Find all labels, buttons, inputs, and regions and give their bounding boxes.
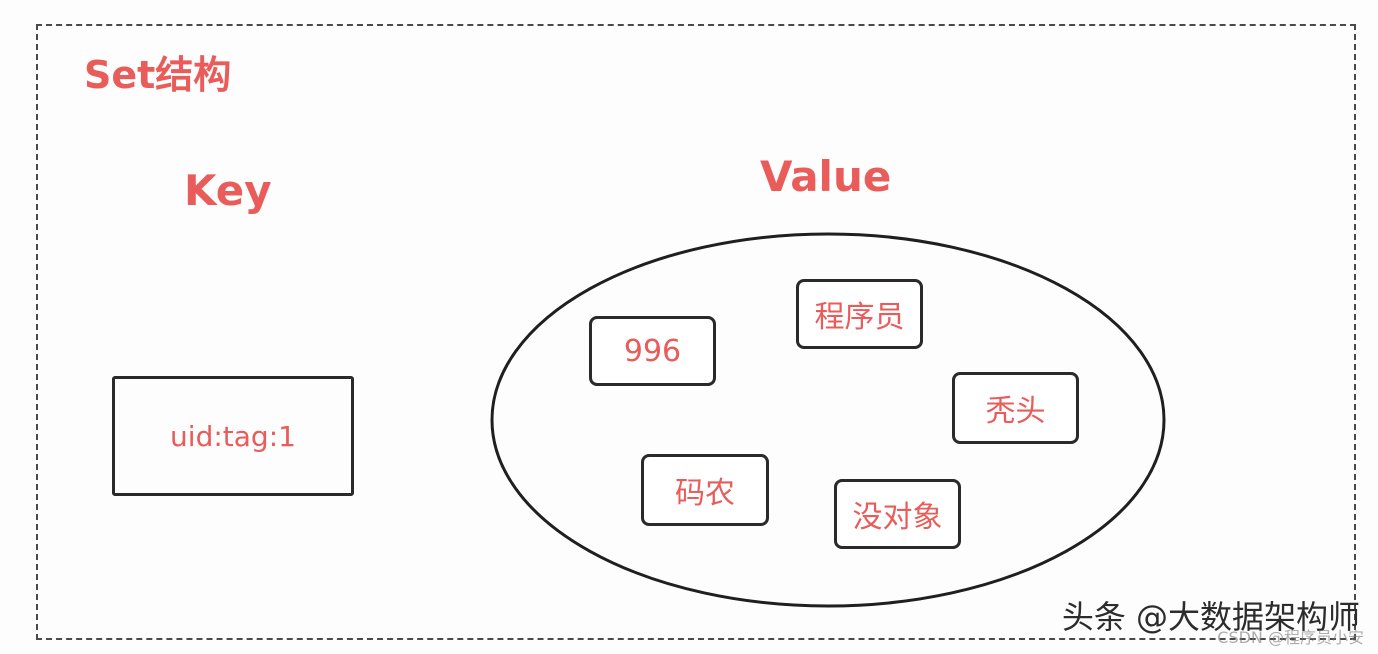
value-item: 没对象: [834, 479, 961, 549]
value-set-ellipse: [490, 232, 1166, 608]
value-item-label: 没对象: [852, 500, 943, 535]
dashed-frame: [36, 24, 1356, 640]
key-box-label: uid:tag:1: [170, 419, 296, 453]
value-item-label: 程序员: [814, 300, 905, 335]
key-box: uid:tag:1: [112, 376, 354, 496]
value-item-label: 码农: [675, 476, 735, 511]
sub-watermark: CSDN @程序员小安: [1217, 628, 1364, 647]
value-heading: Value: [760, 152, 892, 201]
value-item: 码农: [641, 454, 769, 526]
value-item-label: 秃头: [985, 394, 1046, 429]
value-item: 996: [589, 316, 716, 386]
watermark: 头条 @大数据架构师: [1061, 598, 1360, 636]
key-heading: Key: [184, 166, 272, 215]
value-item: 秃头: [952, 372, 1079, 444]
diagram-title: Set结构: [84, 53, 232, 97]
value-item-label: 996: [623, 333, 682, 369]
value-item: 程序员: [796, 279, 923, 349]
